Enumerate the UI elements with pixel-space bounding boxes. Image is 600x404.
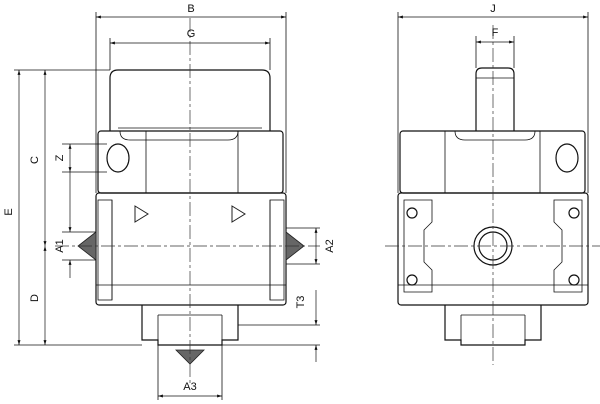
front-mounting-hole [106, 143, 130, 173]
side-bottom-boss [444, 305, 542, 346]
dim-label-z: Z [54, 154, 66, 161]
side-mounting-hole [555, 143, 579, 173]
side-dimensions: J F [397, 3, 589, 193]
dim-label-a2: A2 [324, 239, 336, 252]
dim-label-e: E [3, 208, 15, 215]
screw-icon [406, 274, 418, 286]
dim-label-g: G [187, 28, 196, 40]
dim-label-f: F [492, 27, 499, 39]
dim-label-d: D [29, 294, 41, 302]
flow-arrow-icon [231, 205, 246, 223]
dim-label-c: C [29, 156, 41, 164]
dim-label-j: J [490, 3, 496, 15]
screw-icon [406, 207, 418, 219]
dim-label-t3: T3 [295, 296, 307, 309]
side-view [385, 25, 600, 365]
front-view [55, 18, 320, 385]
screw-icon [568, 207, 580, 219]
screw-icon [568, 274, 580, 286]
flow-arrow-icon [134, 205, 149, 223]
front-dimensions: B G E C D Z A1 A2 [3, 3, 336, 400]
dim-label-a1: A1 [54, 239, 66, 252]
dim-label-a3: A3 [183, 381, 196, 393]
side-stem [475, 67, 515, 131]
front-main-body [95, 192, 287, 306]
dim-label-b: B [187, 3, 194, 15]
